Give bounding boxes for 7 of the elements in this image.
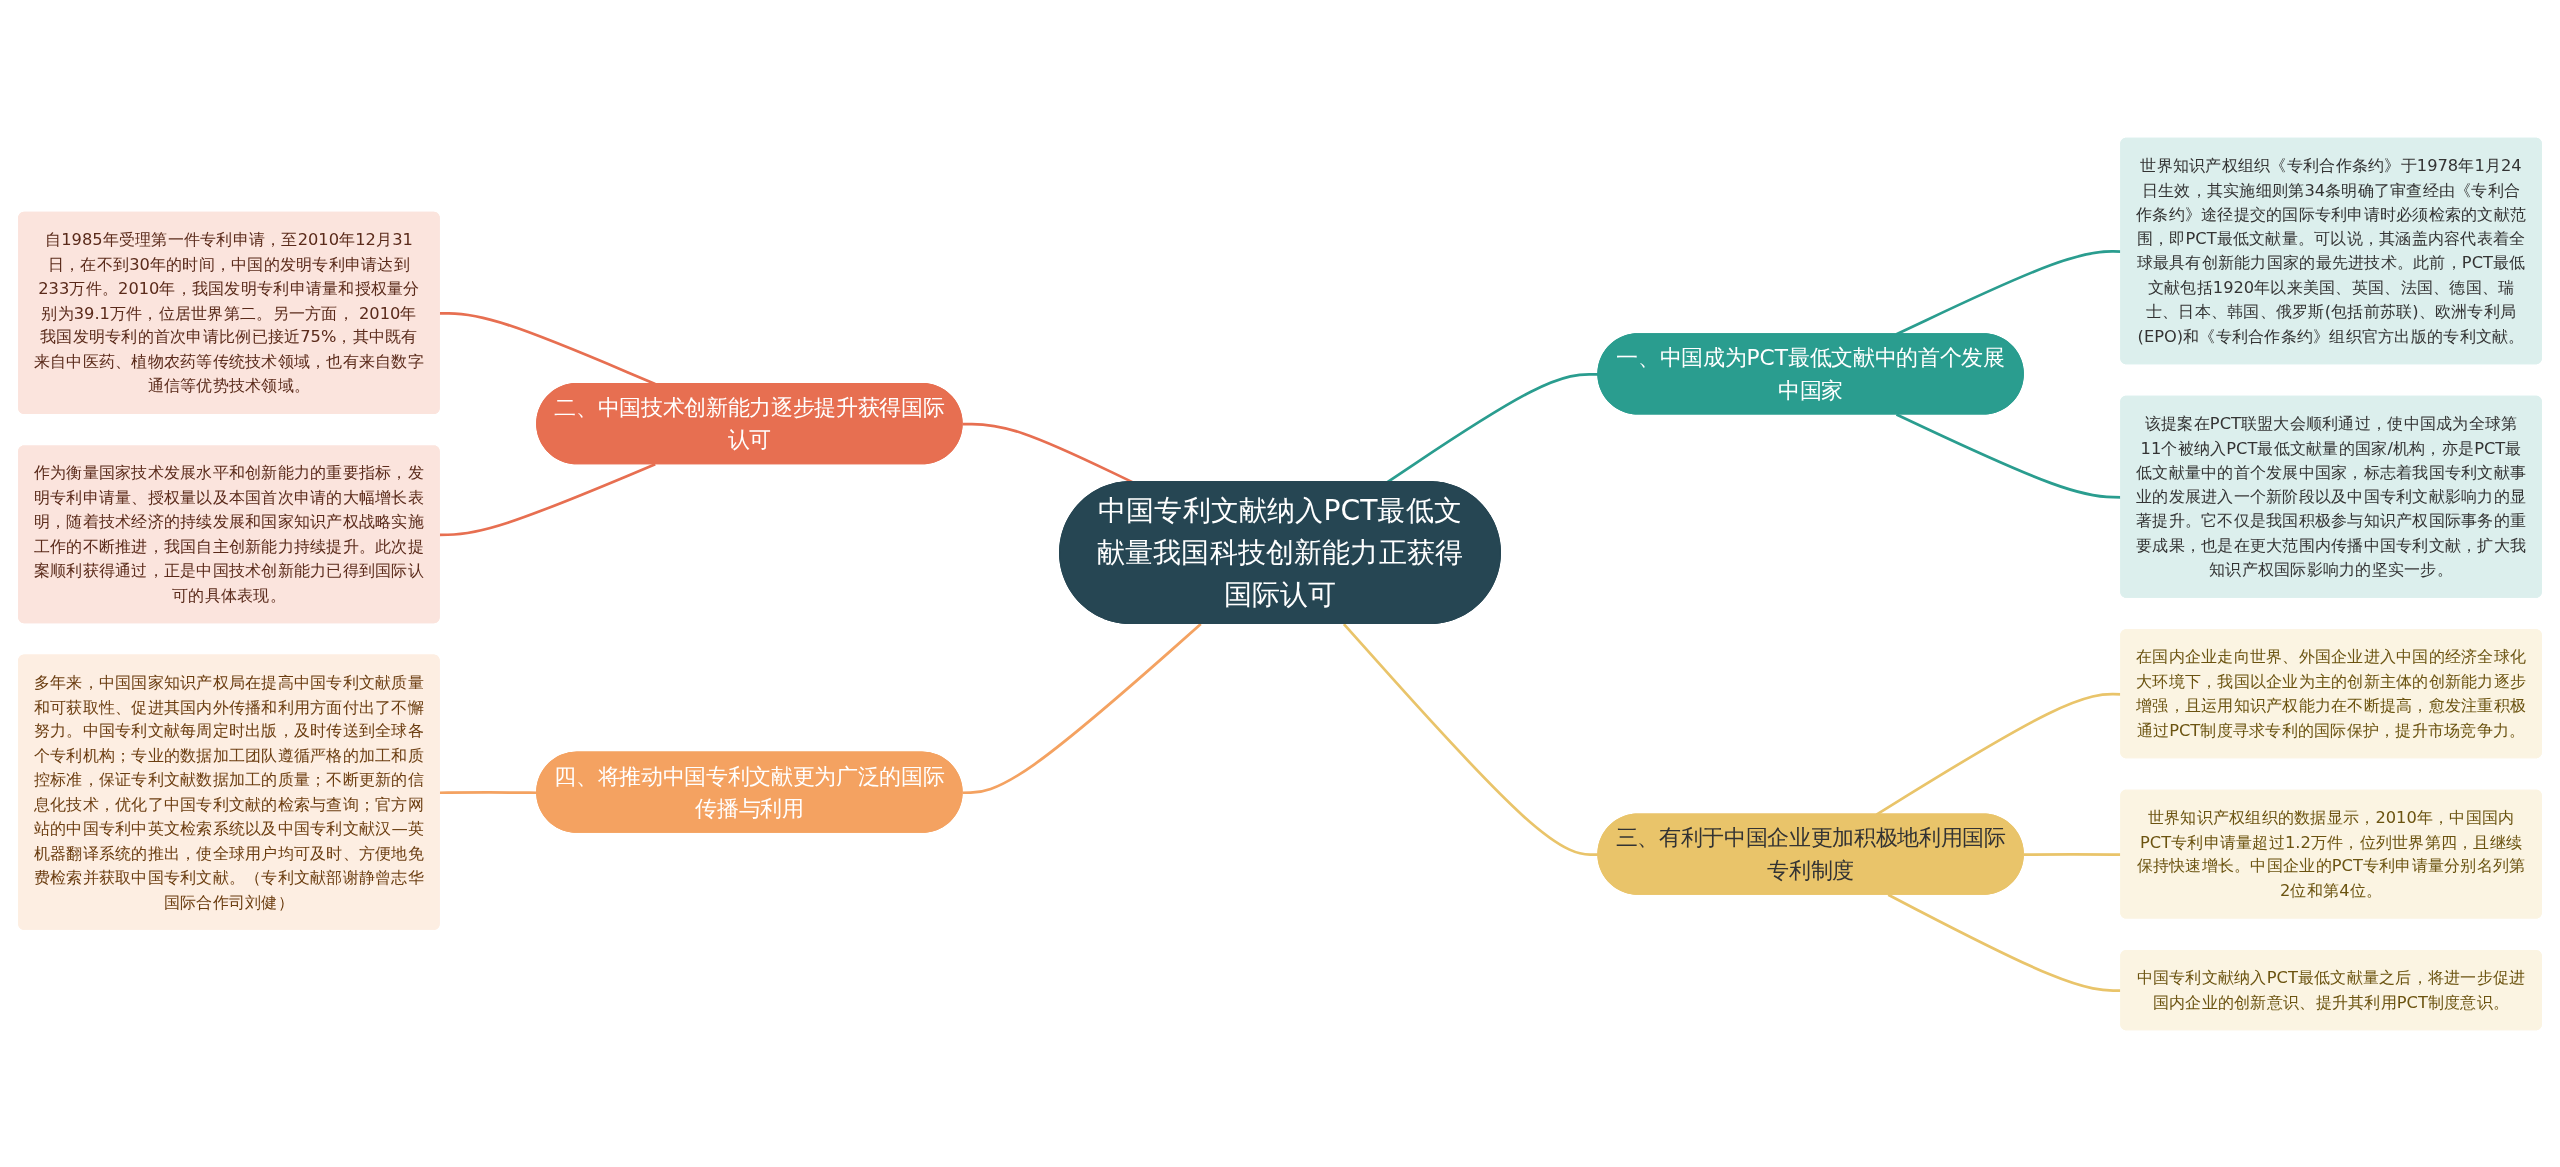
connector [1342,622,1599,856]
connector [962,622,1202,794]
connector [439,311,656,385]
connector [439,462,656,536]
connector [962,422,1133,483]
connector [1386,372,1599,483]
connector [439,790,538,794]
